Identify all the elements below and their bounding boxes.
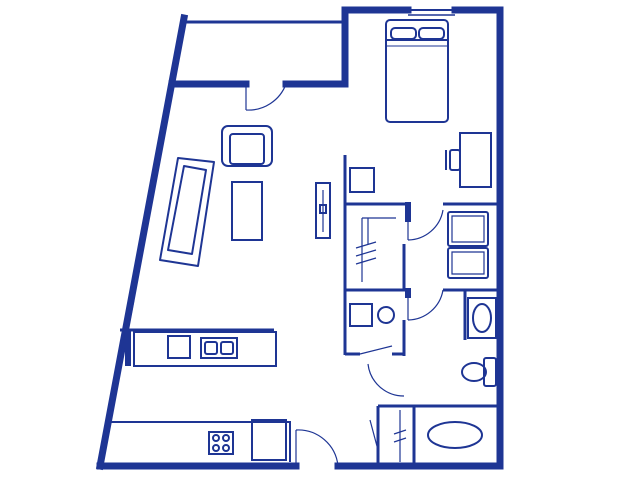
washer-icon bbox=[447, 211, 489, 247]
bathtub-icon bbox=[427, 421, 483, 449]
interior-walls bbox=[118, 9, 500, 466]
dryer-icon bbox=[447, 247, 489, 279]
toilet-icon bbox=[461, 357, 497, 387]
water-heater-icon bbox=[349, 303, 395, 327]
coffee-table-icon bbox=[231, 181, 263, 241]
chair-icon bbox=[445, 149, 461, 171]
dishwasher-icon bbox=[167, 335, 191, 359]
wall-left-diagonal bbox=[95, 13, 189, 471]
door-bath bbox=[367, 363, 405, 397]
kitchen-island bbox=[133, 331, 277, 367]
tv-console-icon bbox=[315, 182, 331, 239]
kitchen-counter bbox=[110, 421, 291, 462]
sink-icon bbox=[467, 297, 497, 339]
sofa-icon bbox=[159, 157, 215, 267]
door-balcony bbox=[245, 83, 287, 111]
doors bbox=[245, 83, 444, 467]
closet-rod bbox=[355, 217, 396, 282]
door-laundry-inner bbox=[359, 345, 393, 355]
cooktop-icon bbox=[208, 431, 234, 455]
bed-icon bbox=[385, 19, 449, 123]
pantry-closet-rod bbox=[369, 410, 407, 462]
exterior-walls bbox=[95, 6, 504, 471]
armchair-icon bbox=[221, 125, 273, 167]
refrigerator-icon bbox=[251, 419, 287, 461]
desk-icon bbox=[459, 132, 492, 188]
door-entry bbox=[295, 429, 339, 467]
door-laundry bbox=[407, 289, 444, 321]
door-closet bbox=[407, 209, 444, 241]
nightstand-icon bbox=[349, 167, 375, 193]
double-sink-icon bbox=[200, 337, 238, 359]
